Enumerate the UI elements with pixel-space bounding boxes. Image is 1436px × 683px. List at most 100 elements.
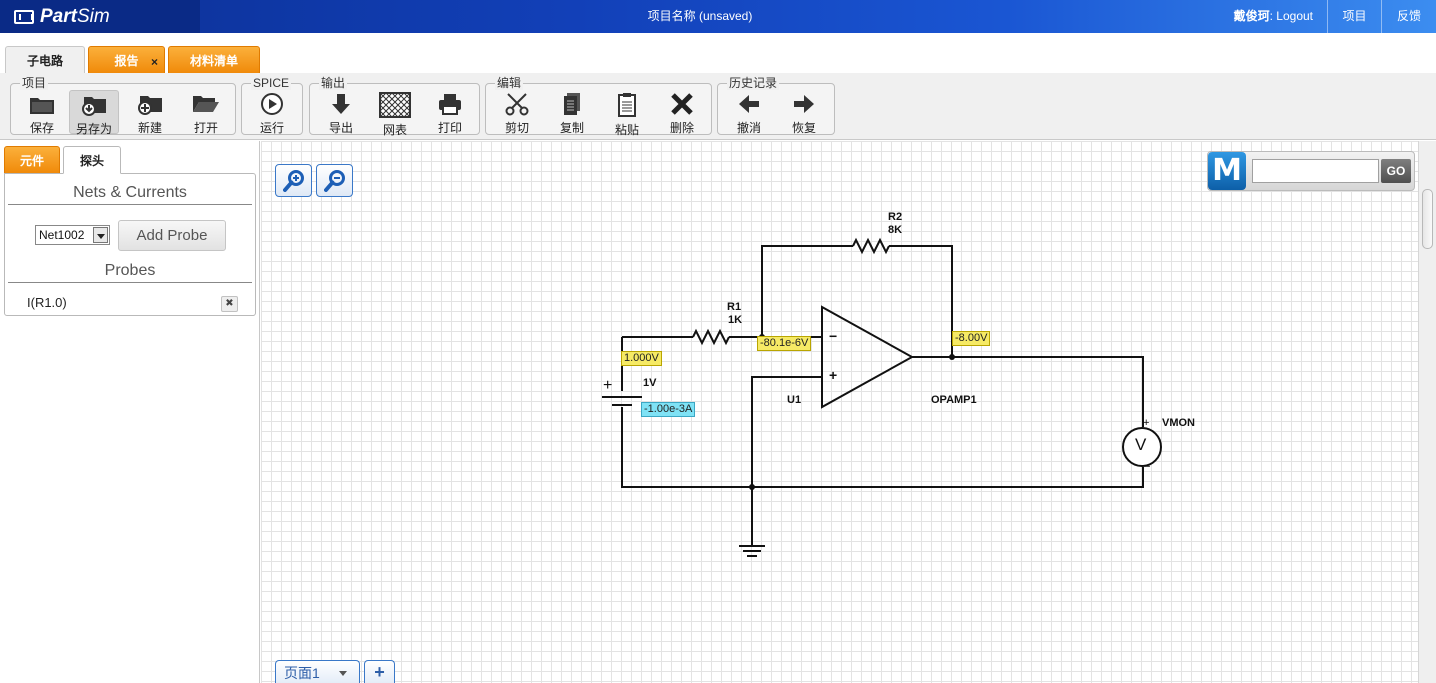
- feedback-link[interactable]: 反馈: [1396, 9, 1421, 23]
- wire-feedback-right: [889, 245, 953, 357]
- paste-button[interactable]: 粘贴: [602, 90, 652, 137]
- opamp-ref[interactable]: U1: [787, 394, 802, 406]
- add-probe-button[interactable]: Add Probe: [118, 220, 226, 251]
- folder-save-as-icon: [82, 97, 106, 116]
- opamp-body: [821, 305, 915, 409]
- page-tab-label: 页面1: [284, 665, 320, 681]
- delete-x-icon: [671, 93, 693, 115]
- chevron-down-icon[interactable]: [339, 671, 347, 676]
- net-select-value: Net1002: [39, 228, 85, 242]
- print-button[interactable]: 打印: [425, 90, 475, 135]
- copy-label: 复制: [559, 121, 584, 135]
- cut-label: 剪切: [504, 121, 529, 135]
- group-project-label: 项目: [20, 76, 49, 90]
- new-label: 新建: [137, 121, 162, 135]
- probe-panel: Nets & Currents Net1002 Add Probe Probes…: [4, 173, 256, 316]
- noninverting-sign: +: [829, 367, 838, 383]
- scrollbar-thumb[interactable]: [1422, 189, 1433, 249]
- probe-label-output-voltage[interactable]: -8.00V: [952, 331, 991, 346]
- paste-icon: [618, 93, 636, 117]
- zoom-in-icon: [282, 170, 304, 192]
- undo-button[interactable]: 撤消: [724, 90, 774, 135]
- chevron-down-icon[interactable]: [93, 227, 108, 243]
- printer-icon: [439, 94, 461, 115]
- open-button[interactable]: 打开: [181, 90, 231, 135]
- opamp-name[interactable]: OPAMP1: [931, 394, 977, 406]
- zoom-out-icon: [323, 170, 345, 192]
- netlist-button[interactable]: 网表: [370, 90, 420, 137]
- page-tab[interactable]: 页面1: [275, 660, 360, 683]
- save-button[interactable]: 保存: [17, 90, 67, 135]
- probe-label-inverting-node[interactable]: -80.1e-6V: [757, 336, 812, 351]
- tab-subcircuit[interactable]: 子电路: [5, 46, 85, 74]
- vertical-scrollbar[interactable]: [1418, 141, 1436, 683]
- redo-button[interactable]: 恢复: [779, 90, 829, 135]
- undo-arrow-icon: [739, 95, 759, 113]
- run-button[interactable]: 运行: [247, 90, 297, 135]
- voltmeter-plus: +: [1143, 417, 1150, 429]
- group-project: 项目 保存 另存为 新建 打开: [10, 76, 236, 136]
- r2-value[interactable]: 8K: [888, 224, 903, 236]
- schematic-canvas[interactable]: M GO: [261, 141, 1418, 683]
- group-edit: 编辑 剪切 复制 粘贴 删除: [485, 76, 712, 137]
- export-arrow-icon: [332, 94, 350, 114]
- new-button[interactable]: 新建: [125, 90, 175, 135]
- source-value[interactable]: 1V: [643, 377, 657, 389]
- copy-button[interactable]: 复制: [547, 90, 597, 135]
- group-spice: SPICE 运行: [241, 76, 303, 135]
- redo-arrow-icon: [794, 95, 814, 113]
- netlist-label: 网表: [382, 123, 407, 137]
- export-button[interactable]: 导出: [316, 90, 366, 135]
- net-select[interactable]: Net1002: [35, 225, 110, 245]
- voltmeter-circle: [1122, 427, 1162, 467]
- probe-label-source-current[interactable]: -1.00e-3A: [641, 402, 696, 417]
- nets-currents-title: Nets & Currents: [8, 184, 252, 205]
- voltmeter-name[interactable]: VMON: [1162, 417, 1195, 429]
- r1-name[interactable]: R1: [727, 301, 742, 313]
- mouser-logo[interactable]: M: [1208, 152, 1246, 190]
- wire-left: [621, 337, 1144, 488]
- zoom-in-button[interactable]: [275, 164, 312, 197]
- probe-item[interactable]: I(R1.0): [27, 295, 67, 310]
- group-history: 历史记录 撤消 恢复: [717, 76, 835, 135]
- scissors-icon: [505, 93, 529, 116]
- folder-open-icon: [193, 96, 219, 112]
- projects-link[interactable]: 项目: [1328, 0, 1382, 33]
- probes-title: Probes: [8, 262, 252, 283]
- cut-button[interactable]: 剪切: [492, 90, 542, 135]
- tab-bom[interactable]: 材料清单: [168, 46, 260, 74]
- schematic-drawing: [602, 237, 1162, 557]
- delete-button[interactable]: 删除: [657, 90, 707, 135]
- r1-value[interactable]: 1K: [728, 314, 743, 326]
- junction-dot: [949, 354, 955, 360]
- part-search-input[interactable]: [1252, 159, 1379, 183]
- junction-dot: [749, 484, 755, 490]
- user-name: 戴俊珂: [1233, 9, 1270, 23]
- probe-label-input-voltage[interactable]: 1.000V: [621, 351, 662, 366]
- copy-icon: [564, 93, 580, 115]
- group-edit-label: 编辑: [495, 76, 524, 90]
- play-icon: [261, 93, 283, 115]
- voltmeter-minus: −: [1144, 461, 1151, 473]
- open-label: 打开: [193, 121, 218, 135]
- toolbar: 项目 保存 另存为 新建 打开 SPICE 运行 输出 导出: [0, 73, 1436, 140]
- chip-icon: [14, 9, 34, 24]
- tab-report-close-icon[interactable]: ×: [150, 55, 158, 69]
- folder-new-icon: [138, 96, 162, 115]
- left-panel: 元件 探头 Nets & Currents Net1002 Add Probe …: [0, 141, 260, 683]
- zoom-out-button[interactable]: [316, 164, 353, 197]
- tab-report[interactable]: 报告 ×: [88, 46, 165, 74]
- logo-sim-text: Sim: [76, 5, 110, 27]
- print-label: 打印: [437, 121, 462, 135]
- probe-delete-icon[interactable]: ✖: [221, 296, 238, 312]
- undo-label: 撤消: [736, 121, 761, 135]
- tab-probes[interactable]: 探头: [63, 146, 121, 174]
- logout-link[interactable]: : Logout: [1269, 9, 1313, 23]
- save-as-button[interactable]: 另存为: [69, 90, 119, 136]
- search-go-button[interactable]: GO: [1381, 159, 1411, 183]
- add-page-button[interactable]: +: [364, 660, 395, 683]
- r2-name[interactable]: R2: [888, 211, 903, 223]
- tab-components[interactable]: 元件: [4, 146, 60, 174]
- group-spice-label: SPICE: [251, 76, 292, 90]
